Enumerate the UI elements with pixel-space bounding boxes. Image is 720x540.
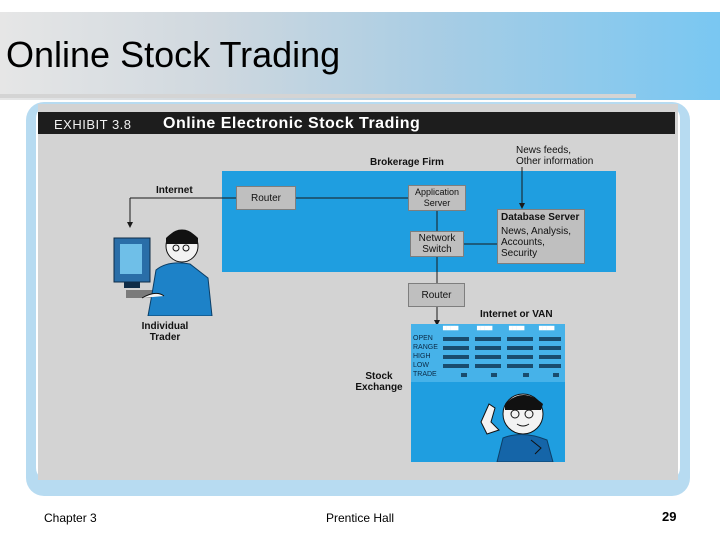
database-server-line: Security [501, 248, 538, 259]
quote-row-label: TRADE [413, 371, 437, 378]
stock-exchange-label: Stock Exchange [352, 371, 406, 393]
database-server-box: Database Server News, Analysis, Accounts… [497, 209, 585, 264]
quote-row: RANGE [411, 344, 565, 354]
quote-row: TRADE [411, 371, 565, 381]
individual-trader-illustration [112, 224, 218, 317]
page-number: 29 [662, 509, 677, 524]
application-server-label: Application Server [414, 187, 460, 208]
network-switch-label: Network Switch [418, 233, 456, 255]
footer-publisher: Prentice Hall [326, 511, 395, 525]
internet-label: Internet [156, 185, 193, 196]
broker-icon [480, 393, 554, 463]
individual-trader-line: Individual [141, 321, 189, 332]
individual-trader-line: Trader [149, 332, 181, 343]
news-feeds-line: News feeds, [516, 145, 572, 156]
stock-exchange-line: Exchange [355, 382, 403, 393]
stock-exchange-line: Stock [365, 371, 393, 382]
internet-or-van-label: Internet or VAN [480, 309, 553, 320]
quote-row-label: OPEN [413, 335, 433, 342]
stock-quote-table: ▆▆▆▆ ▆▆▆▆ ▆▆▆▆ ▆▆▆▆ OPEN RANGE HIGH LOW … [411, 324, 565, 382]
database-server-line: Accounts, [501, 237, 545, 248]
exhibit-header-bar [38, 112, 675, 134]
application-server-box: Application Server [408, 185, 466, 211]
exchange-broker-illustration [411, 382, 565, 463]
quote-row: LOW [411, 362, 565, 372]
database-server-line: News, Analysis, [501, 226, 572, 237]
router-bottom-box: Router [408, 283, 465, 307]
quote-col-header: ▆▆▆▆ [477, 325, 493, 331]
quote-col-header: ▆▆▆▆ [443, 325, 459, 331]
router-top-label: Router [250, 192, 281, 204]
footer-chapter: Chapter 3 [44, 511, 97, 525]
quote-row-label: RANGE [413, 344, 438, 351]
individual-trader-label: Individual Trader [140, 321, 190, 343]
exhibit-title: Online Electronic Stock Trading [163, 115, 421, 132]
title-band [0, 12, 720, 100]
slide-title: Online Stock Trading [6, 34, 341, 75]
trader-icon [113, 229, 213, 317]
router-bottom-label: Router [421, 289, 452, 301]
router-top-box: Router [236, 186, 296, 210]
database-server-title: Database Server [501, 212, 580, 223]
news-feeds-line: Other information [516, 156, 594, 167]
exhibit-label: EXHIBIT 3.8 [54, 117, 132, 132]
quote-digits-pattern [443, 337, 561, 377]
quote-row-label: HIGH [413, 353, 431, 360]
quote-row: HIGH [411, 353, 565, 363]
news-feeds-label: News feeds, Other information [516, 145, 593, 167]
quote-row-label: LOW [413, 362, 429, 369]
title-underline [0, 94, 636, 98]
quote-row: OPEN [411, 335, 565, 345]
network-switch-box: Network Switch [410, 231, 464, 257]
brokerage-firm-label: Brokerage Firm [370, 157, 444, 168]
quote-col-header: ▆▆▆▆ [509, 325, 525, 331]
quote-col-header: ▆▆▆▆ [539, 325, 555, 331]
